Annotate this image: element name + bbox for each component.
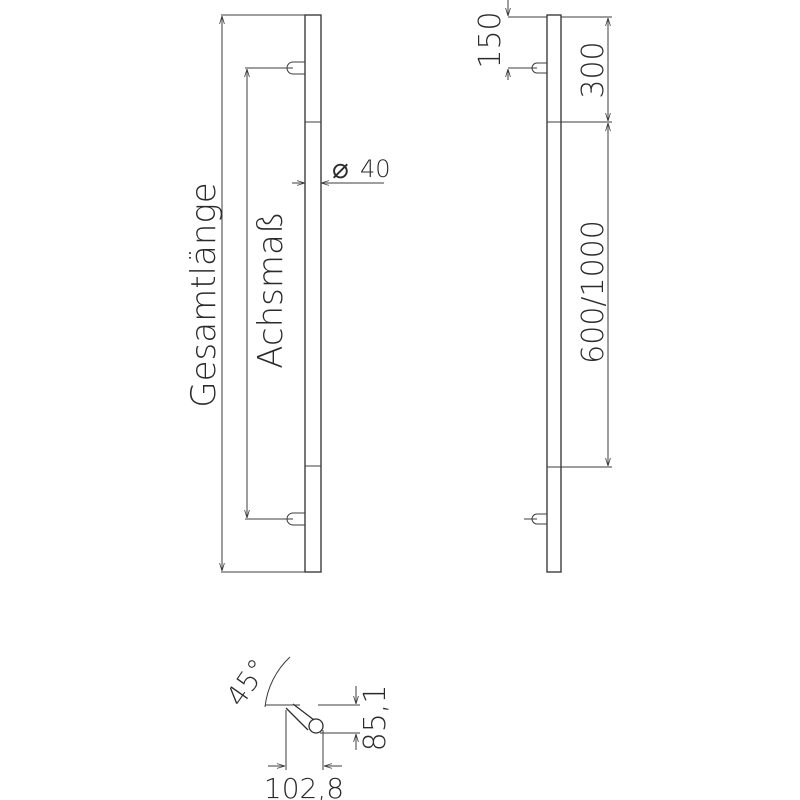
side-view: 150 300 600/1000 (473, 0, 612, 573)
projection-dimension: 102,8 (264, 772, 344, 800)
dimension-length: 600/1000 (576, 220, 611, 364)
bar-cross-section (308, 718, 324, 734)
overall-length-label: Gesamtlänge (184, 182, 224, 407)
detail-view: 45° 85,1 102,8 (219, 653, 393, 800)
front-view: Gesamtlänge Achsmaß ⌀ 40 (184, 14, 391, 573)
dimension-300: 300 (576, 41, 611, 98)
handle-bar-front (304, 14, 322, 573)
diameter-value: 40 (360, 155, 391, 183)
center-distance-label: Achsmaß (251, 211, 291, 369)
height-dimension: 85,1 (358, 685, 393, 752)
diameter-symbol: ⌀ (332, 152, 349, 185)
angle-label: 45° (219, 653, 275, 713)
angled-arm (285, 703, 315, 731)
angle-arc (264, 656, 291, 708)
dimension-150: 150 (473, 11, 508, 68)
handle-bar-side (546, 14, 562, 573)
